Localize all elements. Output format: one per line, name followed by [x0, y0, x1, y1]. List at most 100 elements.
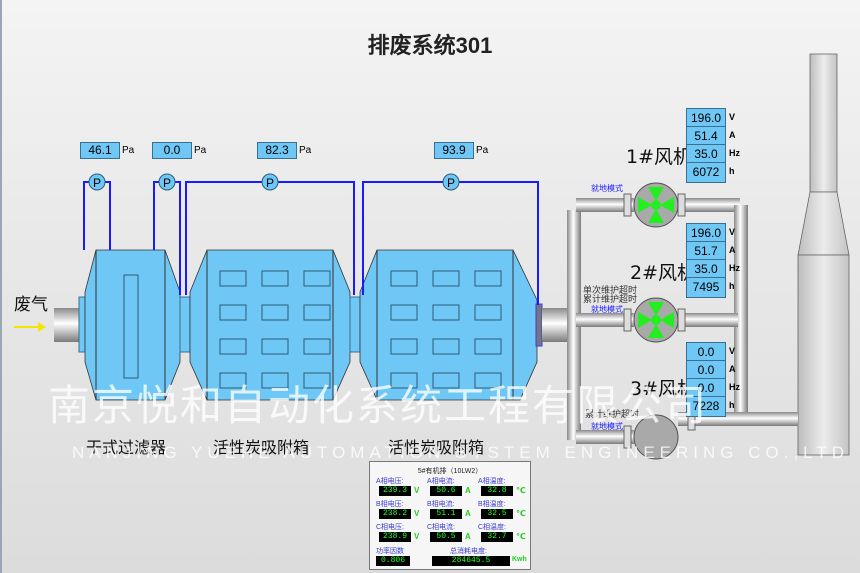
meter-cell-label: B相电流: — [427, 501, 455, 508]
reading-unit: A — [729, 364, 736, 374]
meter-cell-label: C相电压: — [376, 524, 404, 531]
watermark-en: NANJING YUEHE AUTOMATION SYSTEM ENGINEER… — [72, 443, 850, 462]
meter-cell-value: 51.1 — [430, 509, 462, 519]
inlet-arrow-icon — [14, 322, 46, 332]
watermark-cn: 南京悦和自动化系统工程有限公司 — [48, 381, 709, 430]
carbon-box-1 — [189, 249, 351, 401]
meter-cell-label: B相电压: — [376, 501, 404, 508]
fan-1-reading-h: 6072 — [686, 162, 726, 183]
fan-1-mode[interactable]: 就地模式 — [591, 184, 623, 193]
pressure-unit: Pa — [122, 145, 135, 156]
reading-unit: V — [729, 346, 736, 356]
reading-unit: V — [729, 227, 736, 237]
carbon-box-2 — [359, 249, 538, 401]
fan-3-warning: 累计维护超时 — [585, 409, 640, 419]
energy-unit: Kwh — [512, 556, 527, 563]
meter-cell-value: 50.5 — [430, 532, 462, 542]
fan-3-icon[interactable] — [633, 414, 679, 460]
carbon-box-window — [261, 338, 289, 355]
inlet-label: 废气 — [14, 295, 48, 315]
meter-cell-value: 50.6 — [430, 486, 462, 496]
meter-cell-value: 239.3 — [379, 486, 411, 496]
carbon-box-window — [474, 270, 502, 287]
svg-text:P: P — [93, 176, 101, 190]
meter-cell-unit: V — [414, 532, 420, 541]
carbon-box-window — [303, 304, 331, 321]
meter-cell-unit: ℃ — [516, 509, 526, 518]
reading-unit: A — [729, 245, 736, 255]
reading-unit: V — [729, 112, 736, 122]
fan-3-reading-h: 7228 — [686, 396, 726, 417]
carbon-box-1-label: 活性炭吸附箱 — [213, 438, 310, 457]
reading-unit: h — [729, 281, 735, 291]
meter-cell-value: 32.8 — [481, 486, 513, 496]
carbon-box-window — [303, 270, 331, 287]
carbon-box-window — [261, 270, 289, 287]
meter-cell-unit: A — [465, 509, 471, 518]
fan-1-name: 1#风机 — [626, 146, 693, 168]
fan-2-icon[interactable] — [633, 297, 679, 343]
meter-title: 5#有机排（10LW2） — [417, 468, 483, 475]
reading-unit: h — [729, 166, 735, 176]
page-title: 排废系统301 — [367, 33, 493, 58]
carbon-box-window — [432, 372, 460, 389]
duct-manifold — [567, 193, 798, 449]
pressure-sensor-icon[interactable]: P — [261, 173, 279, 191]
pressure-value-4: 93.9 — [434, 142, 474, 159]
meter-cell-unit: V — [414, 486, 420, 495]
carbon-box-window — [303, 338, 331, 355]
pressure-value-1: 46.1 — [80, 142, 120, 159]
dry-filter — [84, 249, 181, 401]
power-factor-value: 0.806 — [376, 556, 410, 566]
meter-cell-value: 32.5 — [481, 509, 513, 519]
fan-2-reading-A: 51.7 — [686, 241, 726, 262]
fan-2-name: 2#风机 — [630, 262, 697, 284]
fan-1-reading-V: 196.0 — [686, 108, 726, 129]
fan-3-reading-V: 0.0 — [686, 342, 726, 363]
energy-value: 284645.5 — [432, 556, 510, 566]
meter-cell-label: B相温度: — [478, 501, 506, 508]
meter-cell-unit: V — [414, 509, 420, 518]
carbon-box-window — [390, 338, 418, 355]
meter-cell-label: C相温度: — [478, 524, 506, 531]
svg-text:P: P — [163, 176, 171, 190]
meter-cell-value: 32.7 — [481, 532, 513, 542]
meter-cell-label: A相温度: — [478, 478, 506, 485]
dry-filter-label: 干式过滤器 — [86, 438, 167, 457]
meter-cell-value: 238.2 — [379, 509, 411, 519]
fan-2-warning: 单次维护超时 累计维护超时 — [583, 285, 638, 304]
pressure-sensor-icon[interactable]: P — [158, 173, 176, 191]
carbon-box-window — [261, 372, 289, 389]
meter-cell-unit: A — [465, 532, 471, 541]
fan-3-mode[interactable]: 就地模式 — [591, 422, 623, 431]
pressure-unit: Pa — [476, 145, 489, 156]
power-factor-label: 功率因数 — [376, 548, 404, 555]
pressure-unit: Pa — [299, 145, 312, 156]
meter-cell-unit: ℃ — [516, 486, 526, 495]
carbon-box-window — [474, 338, 502, 355]
pressure-unit: Pa — [194, 145, 207, 156]
meter-cell-label: C相电流: — [427, 524, 455, 531]
reading-unit: Hz — [729, 382, 740, 392]
fan-1-icon[interactable] — [633, 182, 679, 228]
meter-cell-unit: A — [465, 486, 471, 495]
window-edge — [0, 0, 2, 573]
carbon-box-window — [390, 270, 418, 287]
pressure-sensor-icon[interactable]: P — [88, 173, 106, 191]
carbon-box-window — [390, 372, 418, 389]
carbon-box-window — [474, 372, 502, 389]
carbon-box-window — [219, 372, 247, 389]
pressure-sensor-icon[interactable]: P — [442, 173, 460, 191]
fan-2-mode[interactable]: 就地模式 — [591, 305, 623, 314]
inlet-pipe — [54, 308, 80, 342]
carbon-box-window — [390, 304, 418, 321]
meter-cell-value: 238.9 — [379, 532, 411, 542]
fan-2-reading-h: 7495 — [686, 277, 726, 298]
meter-cell-label: A相电流: — [427, 478, 455, 485]
fan-1-reading-Hz: 35.0 — [686, 144, 726, 165]
reading-unit: Hz — [729, 263, 740, 273]
energy-label: 总消耗电度: — [450, 548, 487, 555]
carbon-box-2-label: 活性炭吸附箱 — [388, 438, 485, 457]
